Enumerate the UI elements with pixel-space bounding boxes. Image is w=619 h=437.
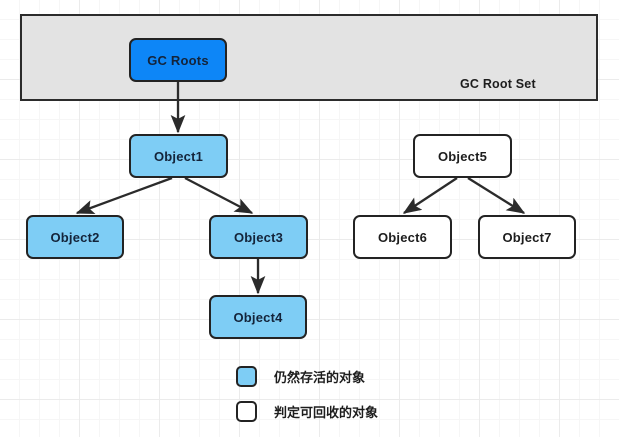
edge-object1-to-object3 — [184, 176, 254, 215]
gc-root-set-panel — [20, 14, 598, 101]
edge-object5-to-object7 — [467, 177, 526, 214]
legend-label: 判定可回收的对象 — [274, 406, 379, 421]
node-object5[interactable]: Object5 — [413, 134, 512, 178]
legend-item-alive: 仍然存活的对象 — [236, 366, 365, 387]
node-object3[interactable]: Object3 — [209, 215, 308, 259]
legend-swatch-dead — [236, 401, 257, 422]
node-label: Object2 — [50, 229, 100, 245]
legend-item-dead: 判定可回收的对象 — [236, 401, 378, 422]
node-label: Object4 — [233, 309, 283, 325]
node-object7[interactable]: Object7 — [478, 215, 576, 259]
legend-label: 仍然存活的对象 — [274, 371, 366, 386]
node-object6[interactable]: Object6 — [353, 215, 452, 259]
node-object4[interactable]: Object4 — [209, 295, 307, 339]
edge-object5-to-object6 — [402, 177, 458, 214]
node-label: Object7 — [502, 229, 552, 245]
node-gc-roots[interactable]: GC Roots — [129, 38, 227, 82]
edge-object1-to-object2 — [75, 176, 173, 215]
node-label: Object3 — [233, 229, 284, 245]
node-label: Object1 — [153, 148, 204, 164]
node-label: Object6 — [377, 229, 428, 245]
gc-root-set-label: GC Root Set — [460, 77, 536, 91]
node-label: GC Roots — [147, 52, 209, 68]
legend-swatch-alive — [236, 366, 257, 387]
node-object1[interactable]: Object1 — [129, 134, 228, 178]
node-object2[interactable]: Object2 — [26, 215, 124, 259]
node-label: Object5 — [437, 148, 488, 164]
